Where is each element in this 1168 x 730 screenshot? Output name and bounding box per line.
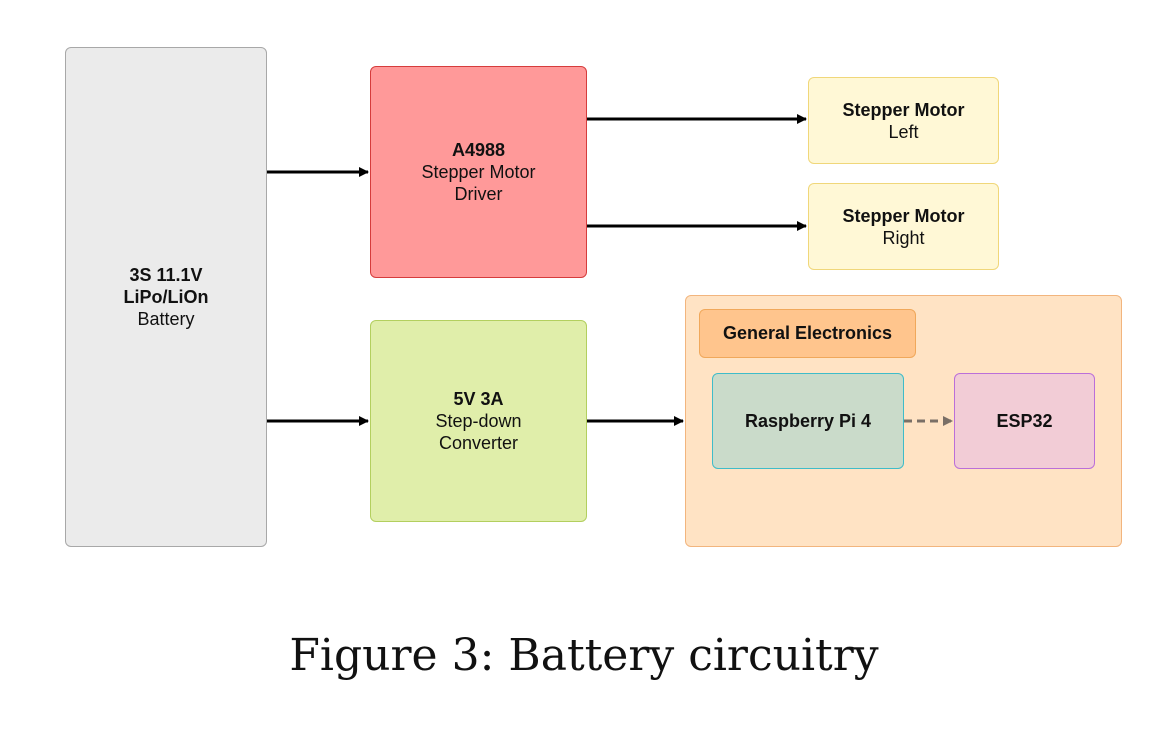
rpi-label: Raspberry Pi 4	[744, 411, 872, 431]
battery-label: Battery	[137, 309, 195, 329]
converter-line2: Step-down	[435, 411, 522, 431]
driver-line3: Driver	[454, 184, 503, 204]
general-electronics-label: General Electronics	[699, 309, 916, 358]
raspberry-pi-node: Raspberry Pi 4	[712, 373, 904, 469]
battery-voltage: 3S 11.1V	[129, 265, 203, 285]
step-down-converter-node: 5V 3A Step-down Converter	[370, 320, 587, 522]
motor-right-subtitle: Right	[882, 227, 925, 248]
stepper-motor-right-node: Stepper Motor Right	[808, 183, 999, 270]
esp32-node: ESP32	[954, 373, 1095, 469]
motor-driver-node: A4988 Stepper Motor Driver	[370, 66, 587, 278]
driver-line2: Stepper Motor	[421, 162, 536, 182]
driver-title: A4988	[451, 140, 506, 160]
figure-caption: Figure 3: Battery circuitry	[289, 630, 879, 681]
converter-title: 5V 3A	[453, 389, 504, 409]
battery-node: 3S 11.1V LiPo/LiOn Battery	[65, 47, 267, 547]
stepper-motor-left-node: Stepper Motor Left	[808, 77, 999, 164]
motor-right-title: Stepper Motor	[842, 205, 965, 226]
motor-left-subtitle: Left	[888, 121, 919, 142]
converter-line3: Converter	[438, 433, 519, 453]
battery-chemistry: LiPo/LiOn	[123, 287, 209, 307]
motor-left-title: Stepper Motor	[842, 99, 965, 120]
esp32-label: ESP32	[996, 411, 1053, 431]
